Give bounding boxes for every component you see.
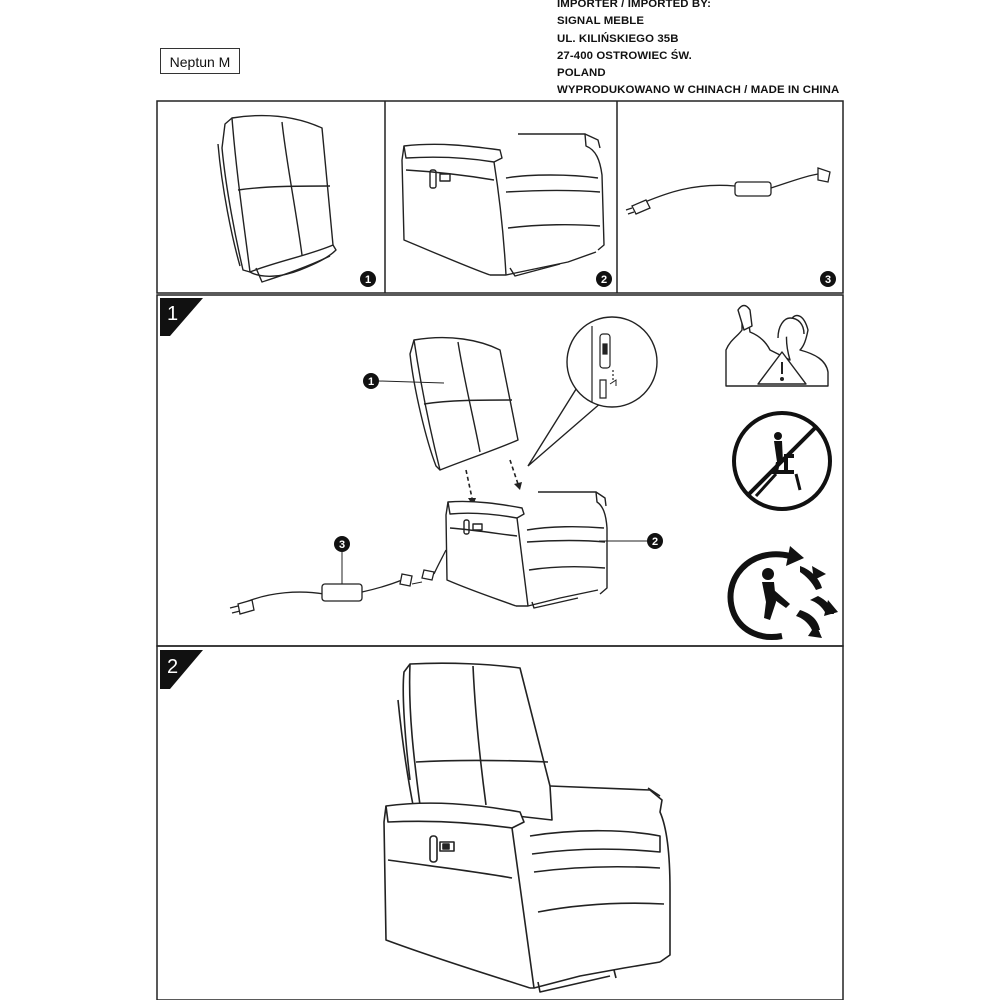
part-1-badge: 1 <box>360 271 376 287</box>
do-not-stand-on-chair-icon <box>732 411 832 511</box>
parts-panel-frame <box>156 100 844 294</box>
part-3-number: 3 <box>825 274 831 286</box>
step-1-badge: 1 <box>160 298 203 336</box>
step-1-part-2-number: 2 <box>652 536 658 548</box>
step-2-panel <box>156 645 844 1000</box>
step-1-backrest <box>409 336 519 471</box>
step-1-part-3-callout: 3 <box>334 536 350 584</box>
detail-zoom-contents <box>591 326 617 402</box>
part-2-number: 2 <box>601 274 607 286</box>
step-1-seat-base <box>445 491 608 609</box>
assembled-chair-drawing <box>383 662 671 993</box>
insertion-arrows <box>465 459 519 499</box>
importer-line: 27-400 OSTROWIEC ŚW. <box>557 49 692 62</box>
step-1-part-2-callout: 2 <box>599 533 663 549</box>
importer-line: WYPRODUKOWANO W CHINACH / MADE IN CHINA <box>557 84 840 97</box>
recycle-symbol-icon <box>727 546 838 640</box>
step-1-power-adapter <box>229 549 447 615</box>
detail-zoom-bubble <box>527 316 658 467</box>
step-1-part-1-number: 1 <box>368 376 374 388</box>
importer-info: IMPORTER / IMPORTED BY: SIGNAL MEBLE UL.… <box>557 0 857 100</box>
step-2-number: 2 <box>167 656 178 678</box>
step-1-part-1-callout: 1 <box>363 373 445 389</box>
step-1-number: 1 <box>167 303 178 325</box>
power-adapter-part-drawing <box>625 167 831 215</box>
model-name-box: Neptun M <box>160 48 240 74</box>
importer-line: IMPORTER / IMPORTED BY: <box>557 0 711 10</box>
part-1-number: 1 <box>365 274 371 286</box>
seat-base-part-drawing <box>401 133 605 277</box>
step-2-badge: 2 <box>160 650 203 689</box>
importer-line: SIGNAL MEBLE <box>557 15 645 28</box>
two-person-lift-warning-icon <box>725 304 829 387</box>
step-1-part-3-number: 3 <box>339 539 345 551</box>
importer-line: POLAND <box>557 67 606 80</box>
part-2-badge: 2 <box>596 271 612 287</box>
part-3-badge: 3 <box>820 271 836 287</box>
importer-line: UL. KILIŃSKIEGO 35B <box>557 32 679 45</box>
model-name: Neptun M <box>169 54 231 70</box>
backrest-part-drawing <box>217 114 337 283</box>
